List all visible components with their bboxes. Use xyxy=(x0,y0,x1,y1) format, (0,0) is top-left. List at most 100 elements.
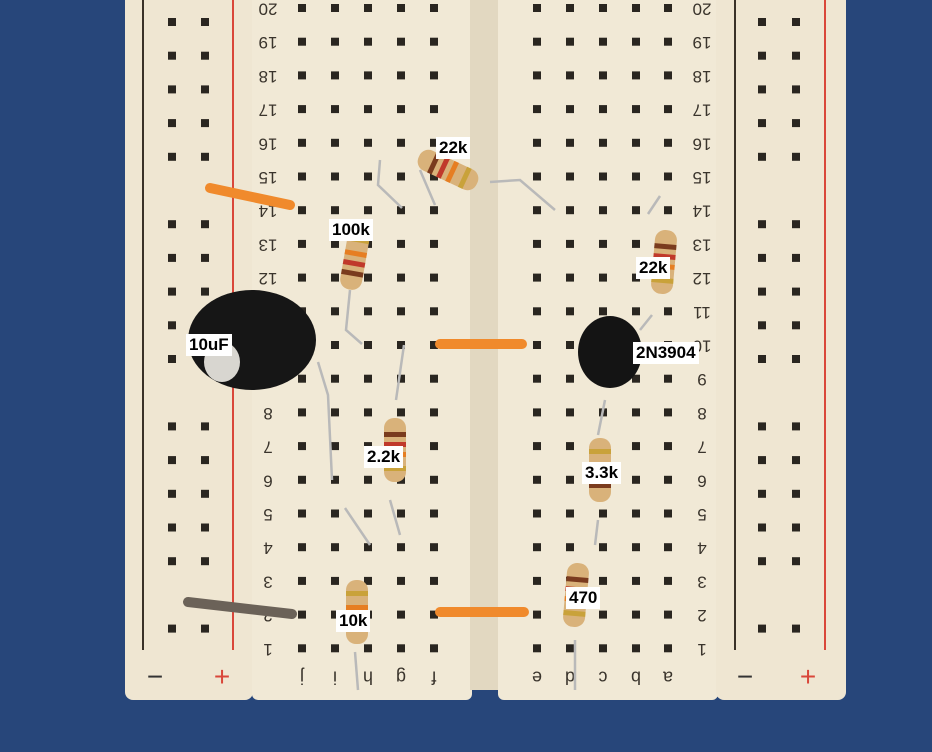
hole xyxy=(599,105,607,114)
row-number-right: 16 xyxy=(693,134,712,153)
row-number-left: 12 xyxy=(259,269,278,288)
hole xyxy=(331,105,339,114)
hole xyxy=(298,239,306,248)
rail-hole xyxy=(792,220,800,229)
hole xyxy=(364,172,372,181)
rail-hole xyxy=(201,557,209,566)
rail-hole xyxy=(792,422,800,431)
component-lead xyxy=(489,178,556,211)
hole xyxy=(364,71,372,80)
hole xyxy=(331,442,339,451)
rail-hole xyxy=(758,51,766,60)
hole xyxy=(397,610,405,619)
column-letter: a xyxy=(662,667,673,687)
hole xyxy=(430,172,438,181)
left-terminal-strip xyxy=(252,0,472,700)
rail-hole xyxy=(758,557,766,566)
hole xyxy=(664,4,672,12)
hole xyxy=(397,644,405,653)
column-letter: h xyxy=(363,667,373,687)
hole xyxy=(397,105,405,114)
hole xyxy=(632,105,640,114)
row-number-right: 12 xyxy=(693,269,712,288)
hole xyxy=(331,374,339,383)
hole xyxy=(331,4,339,12)
rail-hole xyxy=(792,51,800,60)
hole xyxy=(298,509,306,518)
rail-hole xyxy=(792,355,800,363)
hole xyxy=(430,543,438,552)
rail-hole xyxy=(201,18,209,26)
hole xyxy=(364,273,372,282)
component-lead xyxy=(344,289,363,345)
rail-hole xyxy=(792,624,800,633)
row-number-left: 19 xyxy=(259,33,278,52)
hole xyxy=(364,475,372,484)
column-letter: e xyxy=(532,667,542,687)
hole xyxy=(566,273,574,282)
label-470: 470 xyxy=(566,587,601,609)
row-number-left: 15 xyxy=(259,168,278,187)
hole xyxy=(632,239,640,248)
rail-sign: + xyxy=(800,661,816,692)
hole xyxy=(364,408,372,417)
hole xyxy=(599,509,607,518)
hole xyxy=(364,374,372,383)
rail-hole xyxy=(792,18,800,26)
hole xyxy=(331,172,339,181)
hole xyxy=(331,475,339,484)
hole xyxy=(397,509,405,518)
rail-hole xyxy=(168,557,176,566)
hole xyxy=(599,4,607,12)
row-number-right: 17 xyxy=(693,101,712,120)
label-22k-top: 22k xyxy=(436,137,471,159)
hole xyxy=(397,576,405,585)
hole xyxy=(566,206,574,215)
hole xyxy=(599,206,607,215)
hole xyxy=(331,408,339,417)
rail-hole xyxy=(201,152,209,161)
hole xyxy=(533,138,541,147)
row-number-right: 4 xyxy=(697,539,706,558)
hole xyxy=(397,4,405,12)
row-number-left: 20 xyxy=(259,0,278,19)
hole xyxy=(298,4,306,12)
hole xyxy=(533,442,541,451)
row-number-right: 2 xyxy=(697,606,706,625)
hole xyxy=(632,442,640,451)
hole xyxy=(397,273,405,282)
row-number-right: 7 xyxy=(697,438,706,457)
hole xyxy=(566,37,574,46)
column-letter: g xyxy=(396,667,406,687)
hole xyxy=(430,239,438,248)
hole xyxy=(664,37,672,46)
hole xyxy=(632,408,640,417)
rail-hole xyxy=(792,456,800,465)
hole xyxy=(331,576,339,585)
hole xyxy=(599,71,607,80)
hole xyxy=(566,442,574,451)
column-letter: i xyxy=(333,667,337,687)
hole xyxy=(664,172,672,181)
rail-hole xyxy=(201,287,209,296)
rail-hole xyxy=(758,489,766,498)
hole xyxy=(632,374,640,383)
hole xyxy=(430,374,438,383)
hole xyxy=(430,206,438,215)
rail-hole xyxy=(168,152,176,161)
hole xyxy=(533,4,541,12)
resistor-band xyxy=(342,259,366,268)
hole xyxy=(664,138,672,147)
rail-hole xyxy=(201,85,209,94)
hole xyxy=(298,442,306,451)
hole xyxy=(599,273,607,282)
transistor-2n3904 xyxy=(578,316,642,388)
component-lead xyxy=(388,499,402,536)
rail-hole xyxy=(758,152,766,161)
hole xyxy=(298,475,306,484)
hole xyxy=(298,206,306,215)
row-number-right: 19 xyxy=(693,33,712,52)
rail-hole xyxy=(792,85,800,94)
hole xyxy=(632,644,640,653)
